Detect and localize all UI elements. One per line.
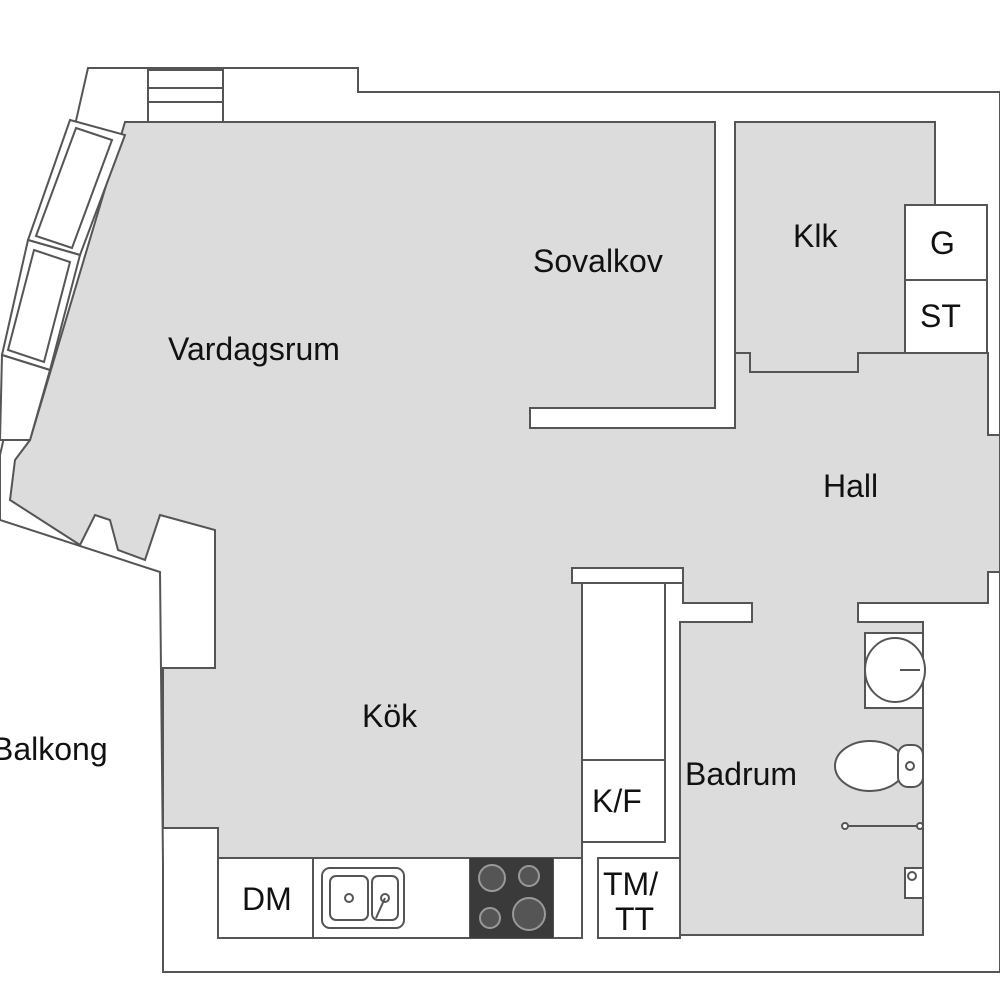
room-label-klk: Klk: [793, 218, 838, 254]
fixture-label-st: ST: [920, 298, 961, 334]
fixture-label-g: G: [930, 225, 955, 261]
room-label-hall: Hall: [823, 468, 878, 504]
washbasin-icon: [864, 632, 926, 709]
room-label-vardagsrum: Vardagsrum: [168, 331, 340, 367]
room-label-balkong: Balkong: [0, 731, 108, 767]
stove-icon: [470, 858, 553, 938]
room-label-sovalkov: Sovalkov: [533, 243, 663, 279]
floor-areas: [8, 121, 1000, 936]
room-label-kok: Kök: [362, 698, 418, 734]
room-label-badrum: Badrum: [685, 756, 797, 792]
fixture-label-tt: TT: [615, 901, 654, 937]
sink-icon: [321, 867, 405, 929]
shower-icon: [841, 822, 924, 899]
fixture-label-kf: K/F: [592, 783, 642, 819]
fixture-label-tm: TM/: [603, 866, 658, 902]
toilet-icon: [834, 740, 924, 792]
windows: [0, 69, 224, 441]
fixture-label-dm: DM: [242, 881, 292, 917]
